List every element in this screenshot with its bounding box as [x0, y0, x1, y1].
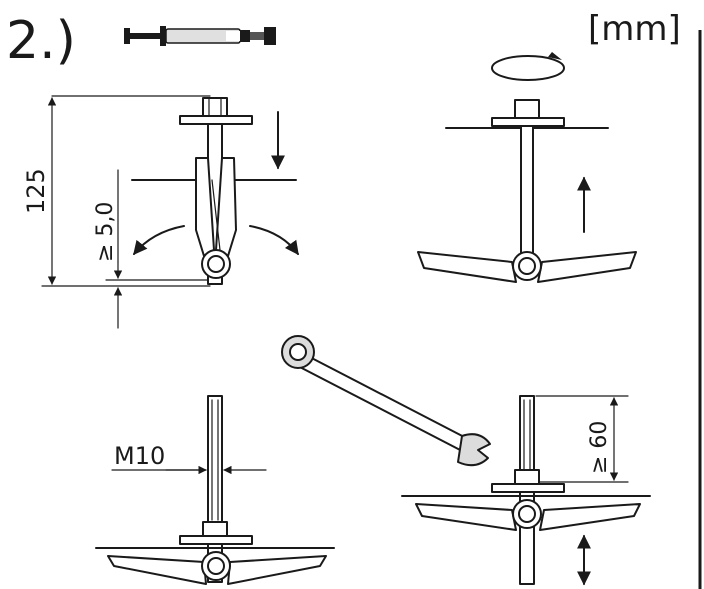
dimension-min-thickness: ≥ 5,0	[93, 202, 118, 262]
panel-deploy	[417, 52, 637, 283]
panel-thread: M10	[95, 395, 335, 585]
dimension-min-protrusion: ≥ 60	[587, 421, 612, 474]
unit-label: [mm]	[588, 9, 681, 49]
rotate-arrow-icon	[491, 52, 565, 81]
panel-tighten: ≥ 60	[401, 395, 651, 586]
wrench-icon	[281, 335, 491, 467]
dimension-m10: M10	[114, 442, 165, 470]
panel-insert: 125 ≥ 5,0	[22, 95, 299, 329]
syringe-icon	[124, 26, 276, 46]
step-label: 2.)	[6, 11, 76, 71]
dimension-125: 125	[22, 168, 50, 214]
